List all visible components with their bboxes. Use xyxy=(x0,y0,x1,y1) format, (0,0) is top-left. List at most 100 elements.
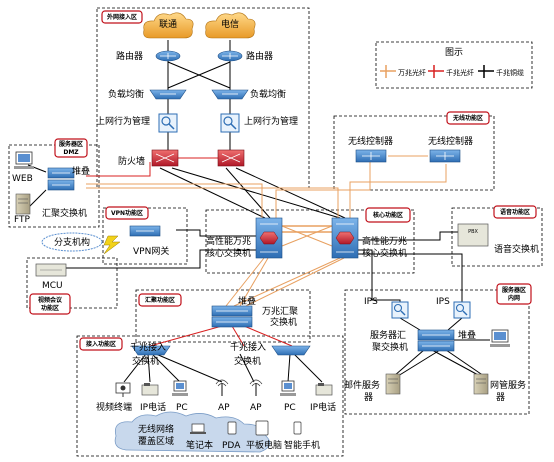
core-switch-1-icon xyxy=(255,217,283,259)
svg-text:服务器区: 服务器区 xyxy=(502,286,526,294)
ip-phone-1-icon xyxy=(141,383,159,396)
wireless-controller-1-label: 无线控制器 xyxy=(348,135,393,147)
access-switch-2-icon xyxy=(271,345,311,356)
core-switch-2-label-line1: 高性能万兆 xyxy=(362,235,407,247)
access-switch-1-label-line1: 千兆接入 xyxy=(130,341,166,353)
lightning-icon xyxy=(103,235,121,255)
ips-2-label: IPS xyxy=(436,297,450,307)
legend-box xyxy=(375,41,533,89)
svg-text:内网: 内网 xyxy=(508,294,520,302)
svg-text:核心功能区: 核心功能区 xyxy=(373,211,403,219)
nms-server-label-line2: 器 xyxy=(496,392,505,403)
laptop-label: 笔记本 xyxy=(186,439,213,451)
pda-label: PDA xyxy=(222,441,241,451)
router-1-label: 路由器 xyxy=(116,50,143,62)
server-intranet-zone-box xyxy=(344,289,530,415)
nms-server-label-line1: 网管服务 xyxy=(490,379,526,391)
ip-phone-2-icon xyxy=(315,383,333,396)
ips-2-icon xyxy=(453,301,471,319)
access-zone-box xyxy=(76,335,344,457)
load-balancer-1-label: 负载均衡 xyxy=(108,88,144,100)
management-pc-icon xyxy=(490,329,510,347)
ap-1-icon xyxy=(215,379,229,396)
dmz-zone-box xyxy=(8,144,100,228)
mcu-label: MCU xyxy=(42,281,63,291)
ip-phone-2-label: IP电话 xyxy=(310,401,336,413)
svg-text:语音功能区: 语音功能区 xyxy=(500,208,530,216)
aggregation-label-line2: 交换机 xyxy=(270,316,297,328)
svg-text:功能区: 功能区 xyxy=(41,304,59,312)
firewall-1-icon xyxy=(151,149,179,167)
dmz-stack-label: 堆叠 xyxy=(72,166,90,177)
ips-1-icon xyxy=(391,301,409,319)
pbx-icon: PBX xyxy=(457,223,489,247)
core-switch-1-label-line1: 高性能万兆 xyxy=(206,235,251,247)
aggregation-switch-stack-icon xyxy=(211,305,253,328)
svg-text:外网接入区: 外网接入区 xyxy=(106,13,137,21)
smartphone-icon xyxy=(293,421,302,435)
ap-2-icon xyxy=(249,379,263,396)
svg-text:服务器区: 服务器区 xyxy=(59,140,83,148)
nms-server-icon xyxy=(473,373,489,395)
legend: 图示 万兆光纤 千兆光纤 千兆铜缆 xyxy=(380,47,524,78)
behavior-mgmt-2-icon xyxy=(220,113,240,133)
links xyxy=(27,40,490,383)
svg-text:汇聚功能区: 汇聚功能区 xyxy=(145,296,175,304)
isp-cloud-telecom-icon: 电信 xyxy=(205,12,256,39)
pc-1-label: PC xyxy=(176,403,188,413)
load-balancer-1-icon xyxy=(149,89,187,100)
zone-tag-external: 外网接入区 xyxy=(101,10,143,24)
mcu-icon xyxy=(35,263,67,277)
firewall-2-icon xyxy=(217,149,245,167)
core-switch-1-label-line2: 核心交换机 xyxy=(206,247,251,259)
vpn-gateway-icon xyxy=(129,225,161,237)
wireless-area-label-line2: 覆盖区域 xyxy=(138,435,174,447)
firewall-label: 防火墙 xyxy=(118,155,145,167)
server-agg-label-line2: 聚交换机 xyxy=(372,341,408,353)
zone-tag-vpn: VPN功能区 xyxy=(105,206,149,220)
pda-icon xyxy=(227,421,237,435)
ap-1-label: AP xyxy=(218,403,230,413)
aggregation-label-line1: 万兆汇聚 xyxy=(262,306,298,317)
tablet-icon xyxy=(255,420,269,436)
zone-tag-wireless: 无线功能区 xyxy=(446,111,490,125)
zone-tag-aggregation: 汇聚功能区 xyxy=(138,293,182,307)
web-label: WEB xyxy=(12,174,33,184)
svg-text:联通: 联通 xyxy=(159,19,177,30)
load-balancer-2-label: 负载均衡 xyxy=(250,88,286,100)
load-balancer-2-icon xyxy=(211,89,249,100)
svg-text:VPN功能区: VPN功能区 xyxy=(111,209,143,217)
ftp-server-icon xyxy=(15,193,31,215)
branch-cloud-icon: 分支机构 xyxy=(41,232,103,252)
smartphone-label: 智能手机 xyxy=(284,439,320,451)
access-switch-2-label-line2: 交换机 xyxy=(234,355,261,367)
pc-1-icon xyxy=(172,380,188,396)
isp-cloud-unicom-icon: 联通 xyxy=(143,12,194,39)
router-1-icon xyxy=(155,50,181,62)
access-switch-1-label-line2: 交换机 xyxy=(132,355,159,367)
wireless-area-label-line1: 无线网络 xyxy=(138,423,174,435)
router-2-label: 路由器 xyxy=(246,50,273,62)
wireless-controller-1-icon xyxy=(355,149,387,163)
behavior-mgmt-2-label: 上网行为管理 xyxy=(244,115,298,127)
wireless-controller-2-label: 无线控制器 xyxy=(428,135,473,147)
zone-tag-voice: 语音功能区 xyxy=(493,205,537,219)
ip-phone-1-label: IP电话 xyxy=(140,401,166,413)
svg-text:接入功能区: 接入功能区 xyxy=(85,340,116,348)
core-switch-2-icon xyxy=(331,217,359,259)
core-switch-2-label-line2: 核心交换机 xyxy=(362,247,407,259)
legend-item-10g-fiber: 万兆光纤 xyxy=(398,68,426,77)
video-conf-zone-box xyxy=(26,257,118,309)
zone-tag-access: 接入功能区 xyxy=(79,337,123,351)
tablet-label: 平板电脑 xyxy=(246,439,282,451)
dmz-switch-label: 汇聚交换机 xyxy=(42,207,87,219)
server-agg-stack-label: 堆叠 xyxy=(458,330,476,341)
vpn-gateway-label: VPN网关 xyxy=(133,245,169,257)
pc-2-label: PC xyxy=(284,403,296,413)
svg-text:电信: 电信 xyxy=(221,18,239,30)
core-zone-box xyxy=(205,209,415,274)
